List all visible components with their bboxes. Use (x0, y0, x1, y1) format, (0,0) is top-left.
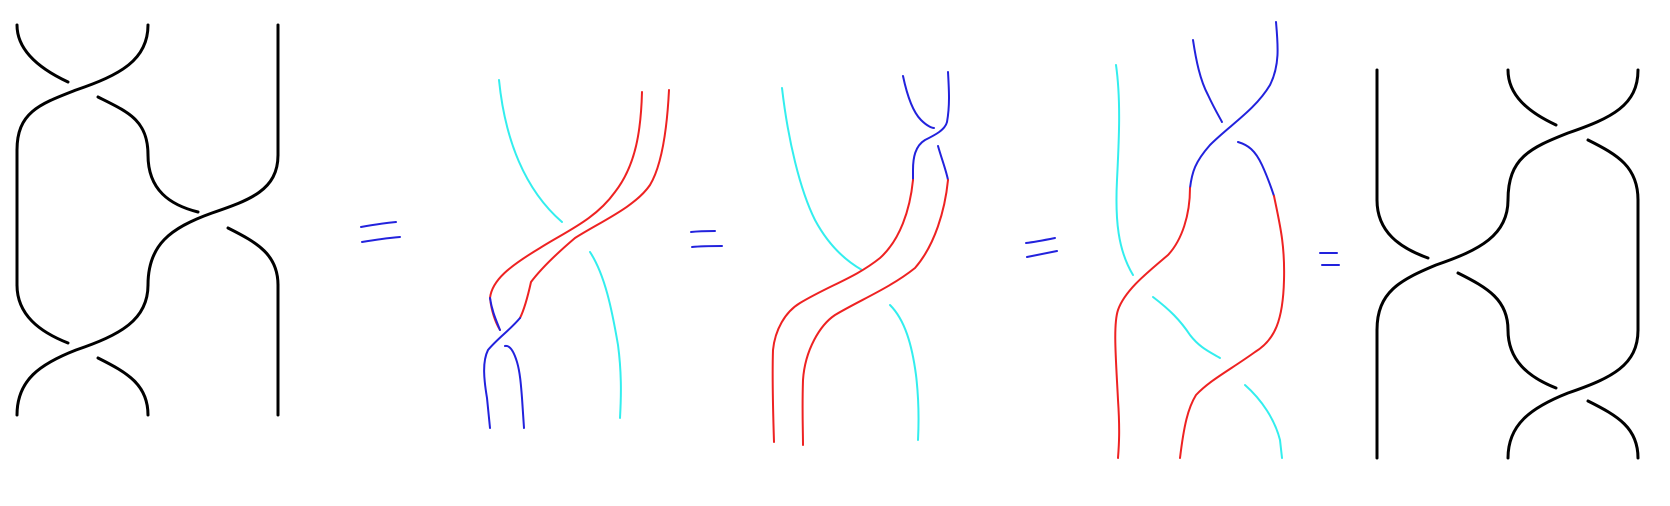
braid-panel-5 (1375, 68, 1640, 460)
strand-segment (1506, 328, 1640, 460)
strand-segment (15, 283, 70, 345)
strand-segment (1375, 198, 1430, 260)
strand-segment (1586, 138, 1640, 202)
equals-sign-1 (360, 221, 401, 243)
equals-bar-top (690, 230, 716, 233)
cyan-strand-lower (889, 304, 920, 441)
red-strand-a (1114, 187, 1191, 459)
cyan-strand-upper (781, 87, 863, 271)
blue-strand-c (1237, 141, 1275, 197)
red-strand-b (1179, 195, 1286, 459)
strand-segment (1506, 328, 1558, 390)
strand-segment (146, 153, 200, 214)
equals-sign-4 (1319, 252, 1340, 266)
blue-strand-a (1192, 39, 1223, 123)
red-strand-b (801, 179, 949, 446)
strand-segment (146, 153, 280, 287)
blue-strand-b (912, 71, 950, 181)
braid-panel-4 (1114, 21, 1286, 459)
blue-strand-c (504, 344, 525, 429)
braid-panel-3 (771, 71, 950, 446)
red-strand-a (771, 179, 914, 443)
blue-strand-a (483, 317, 521, 429)
cyan-strand-lower (1244, 384, 1283, 459)
equals-bar-bottom (691, 245, 723, 248)
equals-sign-3 (1025, 237, 1058, 258)
strand-segment (1586, 399, 1640, 460)
strand-segment (15, 283, 150, 417)
strand-segment (1456, 271, 1510, 332)
strand-segment (1506, 68, 1640, 202)
red-strand-b (519, 89, 670, 319)
cyan-strand-lower (589, 251, 622, 419)
equals-bar-bottom (361, 236, 401, 243)
cyan-strand-upper (498, 79, 563, 223)
blue-strand-b (489, 297, 501, 331)
blue-strand-c (937, 145, 949, 181)
blue-strand-a (902, 75, 935, 129)
strand-segment (96, 356, 150, 417)
equals-bar-top (1025, 237, 1056, 244)
braid-panel-1 (15, 23, 280, 417)
strand-segment (1375, 198, 1510, 332)
strand-segment (15, 23, 70, 84)
equals-bar-top (360, 221, 397, 228)
cyan-strand-middle (1152, 296, 1221, 359)
cyan-strand-upper (1115, 64, 1134, 276)
strand-segment (226, 226, 280, 287)
strand-segment (1506, 68, 1558, 127)
strand-segment (96, 95, 150, 157)
strand-segment (15, 23, 150, 152)
braid-panel-2 (483, 79, 670, 429)
blue-strand-b (1189, 21, 1279, 189)
equals-bar-bottom (1026, 250, 1058, 258)
equals-sign-2 (690, 230, 723, 248)
